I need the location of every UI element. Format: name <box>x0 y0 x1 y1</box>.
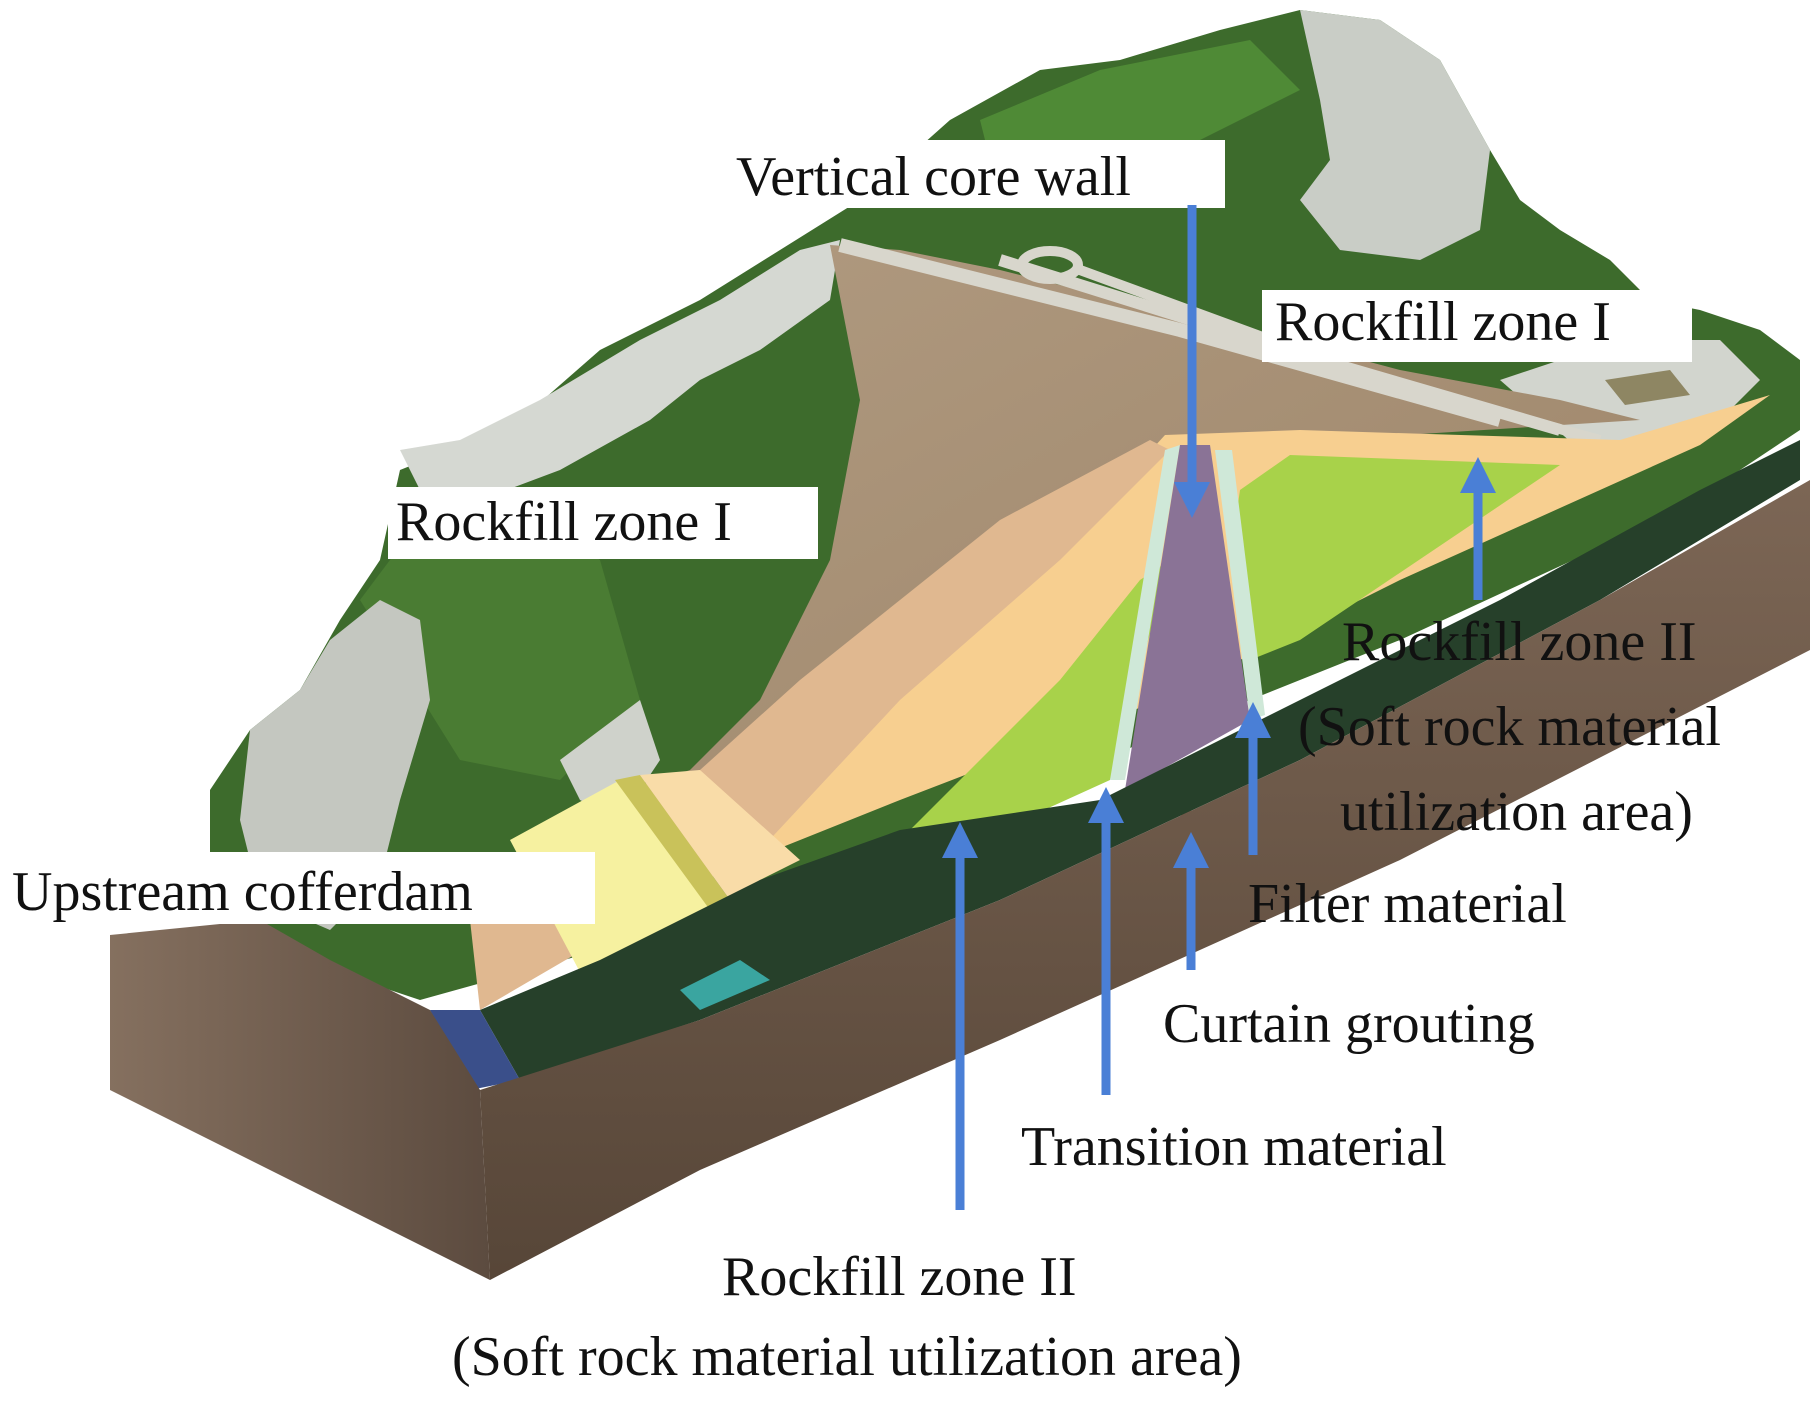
label-rockfill-zone-2-bottom-line1: Rockfill zone II <box>722 1246 1077 1308</box>
upstream-cofferdam-stripe <box>615 775 730 910</box>
label-vertical-core-wall: Vertical core wall <box>736 146 1131 208</box>
foundation-teal <box>680 960 770 1010</box>
vegetation-patch <box>360 500 640 780</box>
label-rockfill-zone-2-bottom-line2: (Soft rock material utilization area) <box>452 1326 1242 1388</box>
soil-block-side <box>480 480 1810 1280</box>
transition-material-downstream <box>1215 450 1265 720</box>
label-upstream-cofferdam: Upstream cofferdam <box>12 861 473 923</box>
rock-face <box>1300 10 1490 260</box>
upstream-cofferdam-side <box>640 770 800 900</box>
label-filter-material: Filter material <box>1248 873 1567 935</box>
transition-material-upstream <box>1110 445 1180 780</box>
label-bg-rockfill-zone-1-left <box>388 487 818 559</box>
vertical-core-wall-section <box>1125 445 1250 790</box>
label-rockfill-zone-2-right-line2: (Soft rock material <box>1298 696 1721 758</box>
spillway-platform <box>1605 370 1690 405</box>
foundation-blue <box>430 1010 520 1090</box>
access-road <box>838 238 1502 427</box>
foundation-band <box>480 440 1800 1080</box>
rockfill-zone-2-upstream <box>840 560 1170 900</box>
label-rockfill-zone-1-left: Rockfill zone I <box>396 491 732 553</box>
soil-block-front <box>110 920 490 1280</box>
label-transition-material: Transition material <box>1021 1116 1447 1178</box>
label-bg-upstream-cofferdam <box>0 852 595 924</box>
label-rockfill-zone-1-right: Rockfill zone I <box>1275 291 1611 353</box>
label-curtain-grouting: Curtain grouting <box>1163 993 1535 1055</box>
rock-face <box>240 600 430 930</box>
label-rockfill-zone-2-right-line3: utilization area) <box>1340 781 1693 843</box>
rock-face <box>400 240 840 510</box>
access-road-loop <box>1017 246 1083 284</box>
label-bg-rockfill-zone-1-right <box>1262 290 1692 362</box>
label-rockfill-zone-2-right-line1: Rockfill zone II <box>1342 611 1697 673</box>
label-bg-vertical-core-wall <box>720 140 1225 208</box>
